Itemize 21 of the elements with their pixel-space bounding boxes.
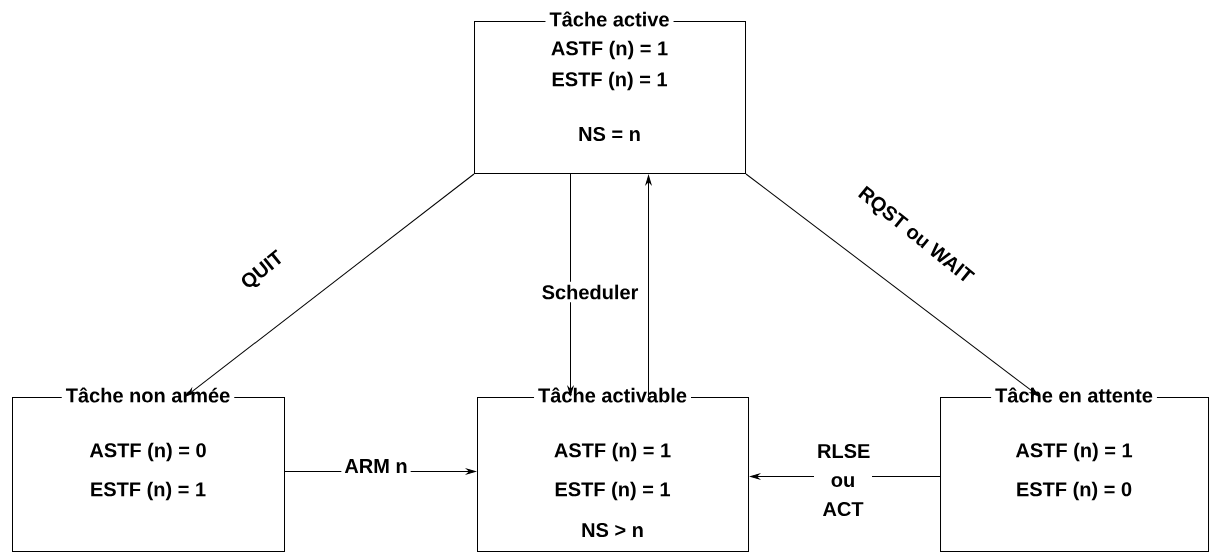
arrow: [185, 173, 475, 397]
state-condition: ASTF (n) = 1: [554, 442, 671, 462]
state-heading: Tâche active: [545, 10, 674, 28]
state-condition: ASTF (n) = 1: [551, 40, 668, 60]
state-condition: ASTF (n) = 1: [1015, 442, 1133, 462]
state-condition: NS > n: [582, 522, 643, 538]
state-condition: ESTF (n) = 1: [555, 481, 670, 501]
edge-label: ARM n: [341, 456, 411, 476]
state-condition: NS = n: [579, 126, 640, 142]
state-heading: Tâche en attente: [991, 386, 1157, 404]
arrow: [645, 175, 652, 398]
state-heading: Tâche non armée: [61, 386, 235, 404]
state-condition: ESTF (n) = 0: [1017, 481, 1132, 501]
state-condition: ESTF (n) = 1: [552, 71, 667, 91]
arrow: [745, 173, 1040, 397]
state-condition: ESTF (n) = 1: [91, 481, 206, 501]
arrow: [567, 173, 574, 396]
state-heading: Tâche activable: [534, 386, 691, 404]
edge-label: RLSE ou ACT: [814, 440, 872, 520]
edge-label: Scheduler: [538, 281, 642, 303]
state-condition: ASTF (n) = 0: [89, 442, 206, 462]
